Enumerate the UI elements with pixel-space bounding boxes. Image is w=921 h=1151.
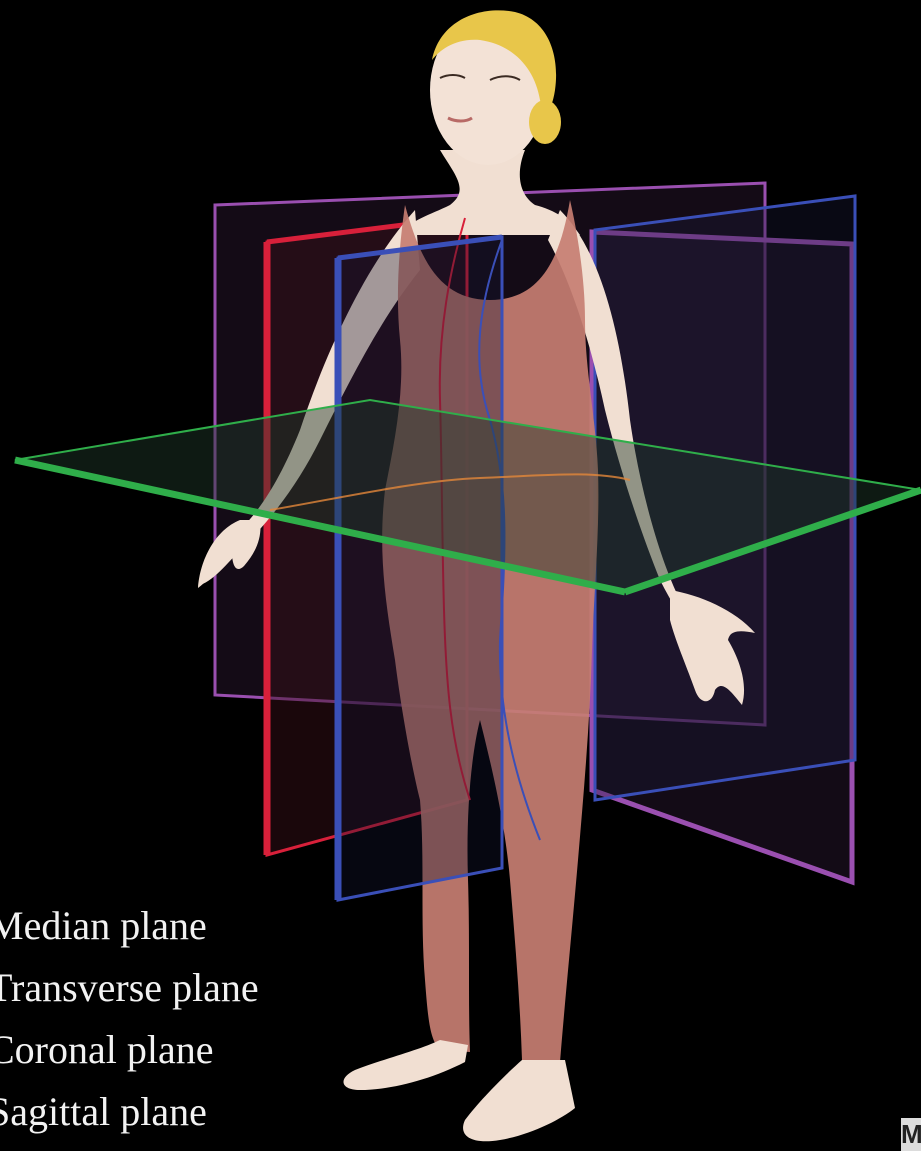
legend-sagittal-plane: Sagittal plane [0, 1092, 207, 1132]
legend-transverse-plane: Transverse plane [0, 968, 259, 1008]
legend-median-plane: Median plane [0, 906, 207, 946]
legend-coronal-plane: Coronal plane [0, 1030, 214, 1070]
corner-logo-fragment: M [901, 1118, 921, 1151]
